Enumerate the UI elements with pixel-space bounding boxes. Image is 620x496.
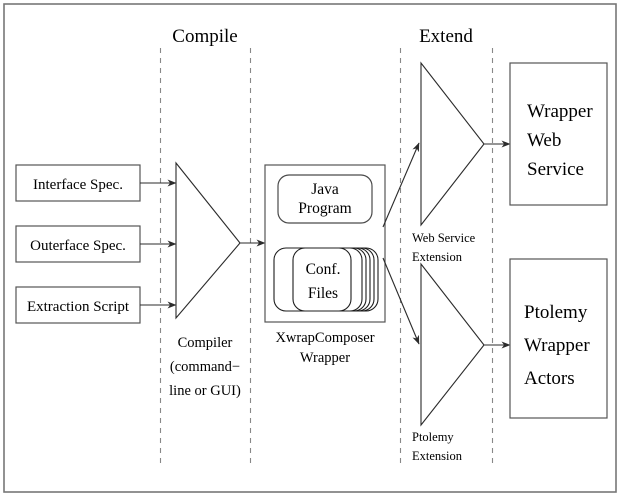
output-line3: Actors — [524, 368, 575, 389]
compiler-triangle — [175, 161, 241, 320]
arrow-wrapper-to-ptolemy-extension — [382, 257, 420, 345]
java-program-line2: Program — [298, 200, 351, 217]
ptolemy-extension-caption-line1: Ptolemy — [412, 430, 454, 444]
conf-files-stack — [273, 247, 379, 312]
compiler-caption-line3: line or GUI) — [169, 383, 241, 399]
output-line3: Service — [527, 159, 584, 180]
compiler-caption-line1: Compiler — [178, 335, 233, 351]
input-box-extraction-script: Extraction Script — [15, 286, 141, 324]
output-box-ptolemy-wrapper-actors: Ptolemy Wrapper Actors — [509, 258, 608, 419]
phase-label-extend: Extend — [419, 26, 473, 47]
input-label: Outerface Spec. — [30, 238, 126, 254]
output-line2: Wrapper — [524, 335, 590, 356]
conf-files-line2: Files — [308, 285, 338, 302]
wrapper-caption-line1: XwrapComposer — [275, 330, 374, 346]
compiler-caption-line2: (command− — [170, 359, 240, 375]
xwrapcomposer-wrapper: Java Program Conf. Files XwrapComposer W… — [264, 164, 386, 366]
output-line1: Ptolemy — [524, 302, 588, 323]
java-program-line1: Java — [311, 181, 339, 198]
output-box-wrapper-web-service: Wrapper Web Service — [509, 62, 608, 206]
wrapper-caption-line2: Wrapper — [300, 350, 350, 366]
ptolemy-extension-caption-line2: Extension — [412, 449, 463, 463]
input-label: Interface Spec. — [33, 177, 123, 193]
input-box-outerface-spec: Outerface Spec. — [15, 225, 141, 263]
input-label: Extraction Script — [27, 299, 130, 315]
conf-files-line1: Conf. — [306, 261, 341, 278]
diagram-border — [3, 3, 617, 493]
web-service-extension-caption-line1: Web Service — [412, 231, 476, 245]
output-line2: Web — [527, 130, 561, 151]
arrow-wrapper-to-web-service-extension — [382, 142, 420, 228]
ptolemy-extension-triangle — [420, 262, 485, 427]
web-service-extension-caption-line2: Extension — [412, 250, 463, 264]
phase-label-compile: Compile — [172, 26, 237, 47]
input-box-interface-spec: Interface Spec. — [15, 164, 141, 202]
web-service-extension-triangle — [420, 61, 485, 227]
output-line1: Wrapper — [527, 101, 593, 122]
java-program-node — [277, 174, 373, 224]
